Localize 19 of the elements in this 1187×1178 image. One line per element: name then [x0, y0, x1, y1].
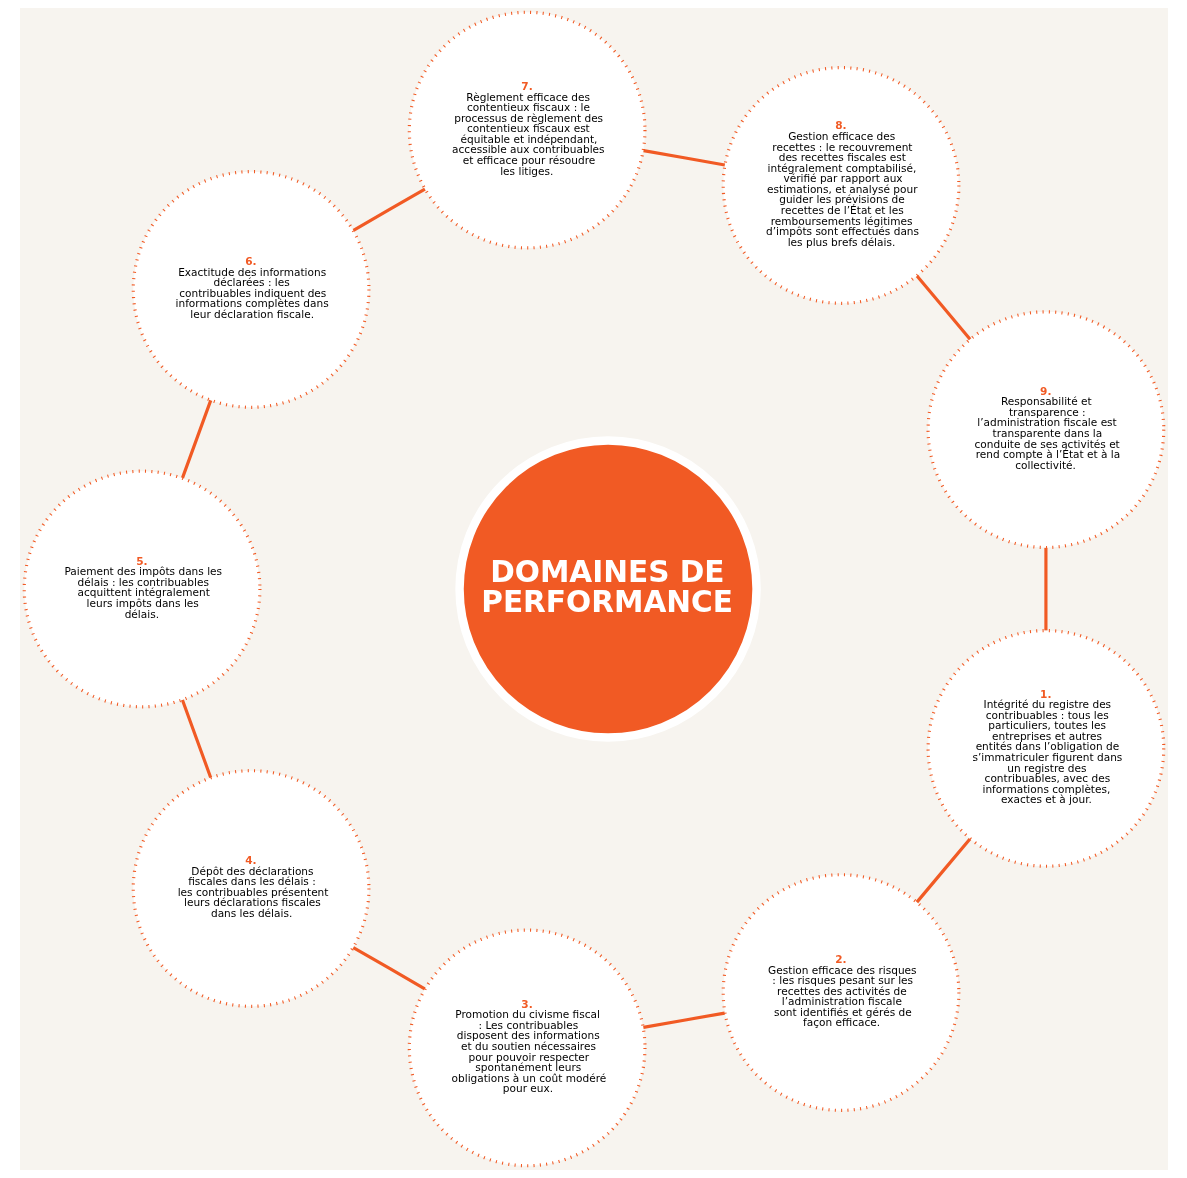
- connector: [352, 187, 426, 232]
- node-circle: 5. Paiement des impôts dans les délais : les contribuables acquittent intégralement leurs impôts dans les délais.: [22, 469, 261, 709]
- node-circle: 4. Dépôt des déclarations fiscales dans les délais : les contribuables présentent leurs déclarations fiscales dans les délais.: [131, 769, 371, 1008]
- connector: [915, 275, 971, 341]
- node-circle: 8. Gestion efficace des recettes : le recouvrement des recettes fiscales est intégralement comptabilisé, vérifié par rapport aux estimations, et analysé pour guider les prévisions de recettes de l’État et les remboursements légitimes d’impôts sont effectués dans les plus brefs délais.: [721, 66, 960, 305]
- connector: [352, 946, 426, 991]
- connector: [180, 699, 212, 778]
- node-circle: 2. Gestion efficace des risques : les risques pesant sur les recettes des activités de l’administration fiscale sont identifiés et gérés de façon efficace.: [721, 873, 960, 1112]
- connector: [642, 1011, 725, 1029]
- node-circle: 3. Promotion du civisme fiscal : Les contribuables disposent des informations et du soutien nécessaires pour pouvoir respecter spontanément leurs obligations à un coût modéré pour eux.: [407, 928, 647, 1168]
- node-circle: 9. Responsabilité et transparence : l’administration fiscale est transparente dans la conduite de ses activités et rend compte à l’État et à la collectivité.: [926, 310, 1165, 550]
- node-circle: 6. Exactitude des informations déclarées : les contribuables indiquent des informations complètes dans leur déclaration fiscale.: [131, 170, 371, 409]
- node-circle: DOMAINES DE PERFORMANCE: [454, 436, 761, 742]
- connector: [915, 837, 971, 904]
- connector: [1043, 547, 1047, 631]
- node-circle: 1. Intégrité du registre des contribuables : tous les particuliers, toutes les entreprises et autres entités dans l’obligation de s’immatriculer figurent dans un registre des contribuables, avec des informations complètes, exactes et à jour.: [926, 628, 1165, 868]
- node-circle: 7. Règlement efficace des contentieux fiscaux : le processus de règlement des contentieux fiscaux est équitable et indépendant, accessible aux contribuables et efficace pour résoudre les litiges.: [407, 10, 647, 250]
- connector: [180, 399, 212, 479]
- connector: [642, 149, 725, 167]
